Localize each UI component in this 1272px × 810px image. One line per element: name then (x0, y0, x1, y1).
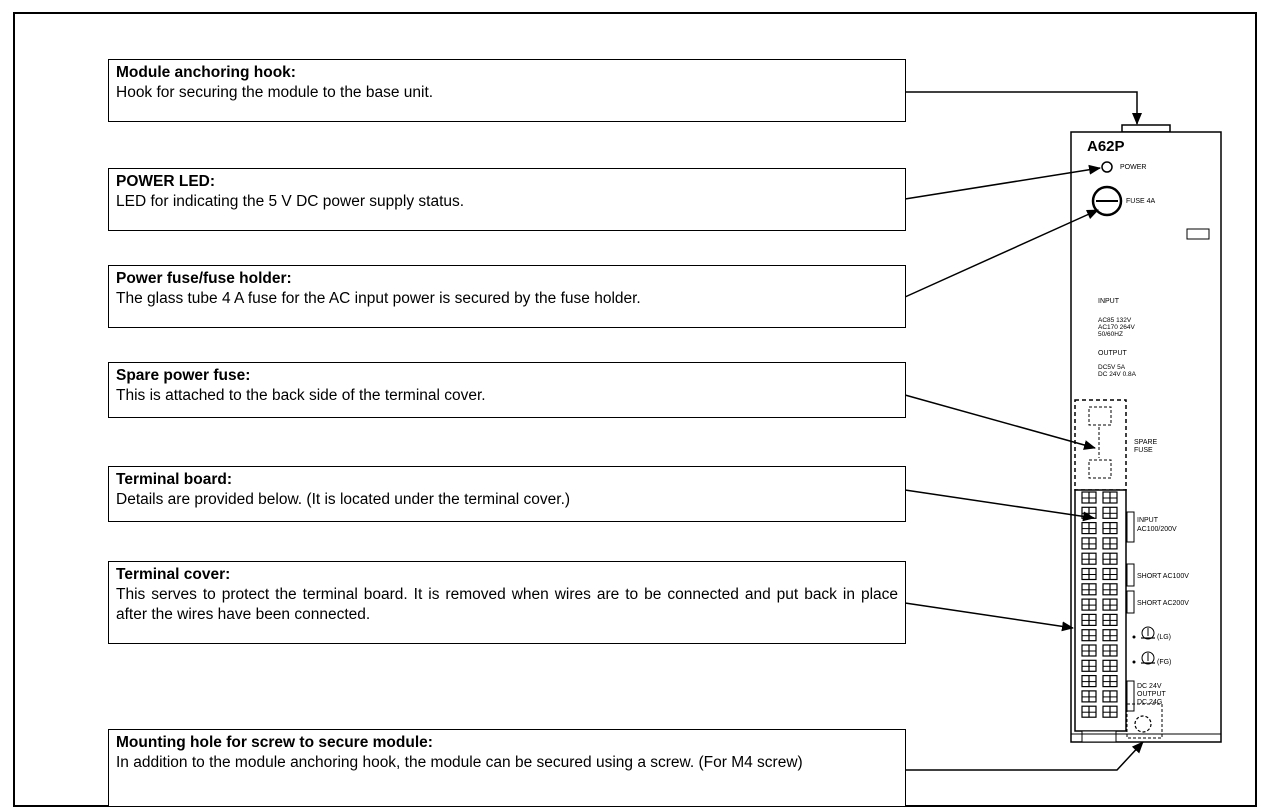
mounting-hole (1134, 715, 1152, 733)
spare-fuse-bottom (1088, 459, 1112, 479)
terminal-screw (1102, 613, 1118, 627)
fg-ground-icon (1132, 651, 1155, 665)
leader-board (904, 489, 1095, 522)
callout-description: The glass tube 4 A fuse for the AC input… (116, 290, 641, 307)
input-spec-3: 50/60HZ (1098, 331, 1123, 338)
spare-label-1: SPARE (1134, 439, 1158, 446)
terminal-screw (1081, 537, 1097, 550)
power-led-label: POWER (1120, 164, 1146, 171)
callout-power-led: POWER LED: LED for indicating the 5 V DC… (108, 168, 906, 231)
input-bracket (1126, 511, 1135, 543)
terminal-screw (1102, 659, 1118, 672)
bottom-tab (1081, 730, 1117, 743)
anchoring-hook (1121, 124, 1171, 133)
input-spec-1: AC85 132V (1098, 317, 1132, 324)
terminal-screw (1081, 705, 1097, 718)
output-heading: OUTPUT (1098, 350, 1128, 357)
callout-description: This serves to protect the terminal boar… (116, 586, 898, 623)
terminal-screw (1102, 674, 1118, 688)
terminal-screw (1081, 491, 1097, 504)
terminal-screw (1102, 506, 1118, 519)
spare-fuse-top (1088, 406, 1112, 426)
callout-title: Terminal cover: (116, 566, 231, 583)
callout-spare-fuse: Spare power fuse: This is attached to th… (108, 362, 906, 418)
fg-label: (FG) (1157, 659, 1171, 666)
callout-terminal-cover: Terminal cover: This serves to protect t… (108, 561, 906, 644)
callout-description: Details are provided below. (It is locat… (116, 491, 571, 508)
terminal-screw (1102, 552, 1118, 565)
callout-title: Mounting hole for screw to secure module… (116, 734, 433, 751)
lg-label: (LG) (1157, 634, 1171, 641)
callout-title: Power fuse/fuse holder: (116, 270, 292, 287)
dc-label-1: DC 24V (1137, 683, 1162, 690)
terminal-screw (1102, 567, 1118, 581)
callout-terminal-board: Terminal board: Details are provided bel… (108, 466, 906, 522)
output-spec-2: DC 24V 0.8A (1098, 371, 1137, 378)
callout-description: Hook for securing the module to the base… (116, 84, 434, 101)
terminal-screw (1102, 583, 1118, 596)
leader-fuse (904, 209, 1099, 298)
terminal-screw (1081, 644, 1097, 657)
terminal-screw (1081, 659, 1097, 672)
side-tab (1186, 228, 1210, 240)
terminal-screw (1081, 629, 1097, 642)
model-label: A62P (1087, 138, 1125, 155)
terminal-screw (1081, 598, 1097, 611)
terminal-screw (1102, 705, 1118, 718)
terminal-screw (1081, 674, 1097, 688)
terminal-screw (1081, 690, 1097, 703)
terminal-screw (1102, 537, 1118, 550)
callout-anchoring-hook: Module anchoring hook: Hook for securing… (108, 59, 906, 122)
short-ac100-label: SHORT AC100V (1137, 573, 1189, 580)
output-spec-1: DC5V 5A (1098, 364, 1126, 371)
terminal-screw (1081, 552, 1097, 565)
leader-led (904, 164, 1101, 200)
callout-title: Module anchoring hook: (116, 64, 296, 81)
callout-title: Terminal board: (116, 471, 232, 488)
leader-hook (905, 91, 1142, 125)
terminal-screw (1102, 629, 1118, 642)
leader-spare (904, 394, 1096, 450)
mounting-hole-area (1126, 703, 1163, 739)
lg-ground-icon (1132, 626, 1155, 640)
terminal-board (1081, 491, 1118, 718)
short200-bracket (1126, 590, 1135, 614)
callout-title: POWER LED: (116, 173, 216, 190)
dc-label-3: DC 24G (1137, 699, 1162, 706)
terminal-screw (1081, 521, 1097, 535)
terminal-screw (1102, 598, 1118, 611)
fuse-holder (1091, 185, 1123, 217)
short-ac200-label: SHORT AC200V (1137, 600, 1189, 607)
input-spec-2: AC170 264V (1098, 324, 1136, 331)
terminal-input-label-2: AC100/200V (1137, 526, 1177, 533)
power-supply-module: A62P POWER FUSE 4A INPUT AC85 132V AC170… (1070, 124, 1222, 743)
power-led (1101, 161, 1113, 173)
terminal-screw (1102, 491, 1118, 504)
input-heading: INPUT (1098, 298, 1120, 305)
spare-label-2: FUSE (1134, 447, 1153, 454)
callout-fuse-holder: Power fuse/fuse holder: The glass tube 4… (108, 265, 906, 328)
terminal-screw (1081, 567, 1097, 581)
leader-cover (904, 602, 1074, 632)
leader-hole (905, 741, 1144, 771)
terminal-screw (1102, 521, 1118, 535)
callout-title: Spare power fuse: (116, 367, 251, 384)
leader-lines (904, 91, 1144, 771)
callout-description: LED for indicating the 5 V DC power supp… (116, 193, 465, 210)
dc-label-2: OUTPUT (1137, 691, 1167, 698)
callout-description: This is attached to the back side of the… (116, 387, 486, 404)
callout-mounting-hole: Mounting hole for screw to secure module… (108, 729, 906, 807)
terminal-screw (1081, 583, 1097, 596)
fuse-label: FUSE 4A (1126, 198, 1156, 205)
terminal-screw (1081, 613, 1097, 627)
callout-description: In addition to the module anchoring hook… (116, 754, 803, 771)
short100-bracket (1126, 563, 1135, 587)
terminal-screw (1102, 644, 1118, 657)
terminal-input-label-1: INPUT (1137, 517, 1159, 524)
terminal-screw (1102, 690, 1118, 703)
dc-bracket (1126, 680, 1135, 712)
